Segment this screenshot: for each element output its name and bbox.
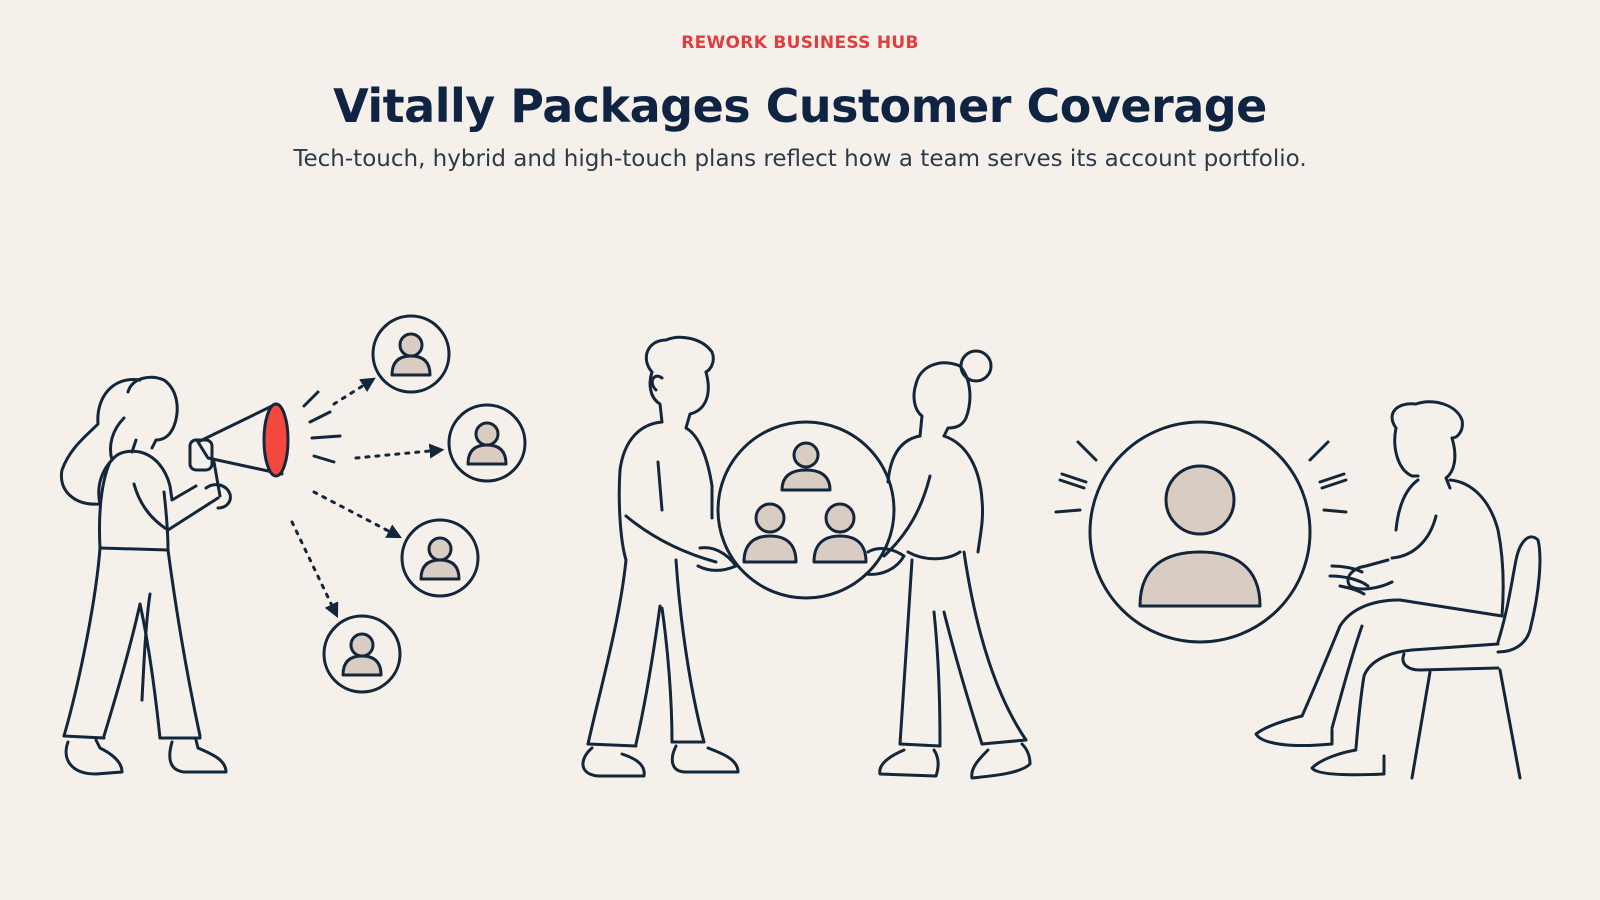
man-holding-group	[581, 335, 740, 778]
seated-man	[1254, 400, 1505, 777]
user-avatar-icon	[447, 403, 527, 483]
eyebrow-label: REWORK BUSINESS HUB	[681, 33, 919, 53]
high-touch-scene	[1054, 400, 1542, 780]
chair-icon	[1401, 535, 1542, 780]
user-avatar-icon	[322, 614, 402, 694]
user-group-icon	[716, 420, 896, 600]
hybrid-scene	[581, 335, 1032, 780]
megaphone-icon	[188, 402, 290, 498]
user-avatar-icon	[371, 314, 451, 394]
page-subtitle: Tech-touch, hybrid and high-touch plans …	[293, 146, 1307, 172]
user-avatar-icon	[400, 518, 480, 598]
woman-holding-group	[864, 349, 1032, 780]
tech-touch-scene	[59, 314, 527, 776]
user-avatar-icon	[1088, 420, 1312, 644]
woman-with-megaphone	[59, 375, 290, 776]
page-title: Vitally Packages Customer Coverage	[333, 79, 1267, 133]
